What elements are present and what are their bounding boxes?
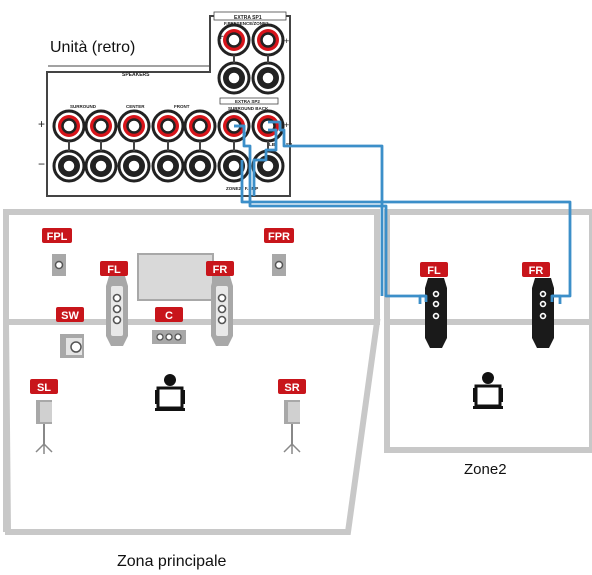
zone2-speaker-fr: FR bbox=[522, 262, 555, 349]
svg-text:SW: SW bbox=[61, 310, 79, 322]
speaker-fr: FR bbox=[206, 261, 234, 347]
svg-text:+: + bbox=[218, 32, 224, 43]
sb-label: SB bbox=[286, 142, 293, 147]
svg-text:C: C bbox=[165, 310, 173, 322]
lb-label: LB bbox=[269, 142, 276, 147]
svg-text:FL: FL bbox=[107, 264, 121, 276]
speaker-sr: SR bbox=[278, 379, 306, 455]
extra-sp1-label: EXTRA SP1 bbox=[234, 15, 262, 21]
front-label: FRONT bbox=[174, 104, 190, 109]
svg-text:SR: SR bbox=[284, 382, 299, 394]
main-zone-listener bbox=[153, 372, 187, 413]
svg-text:−: − bbox=[38, 157, 45, 171]
surround-back-label: SURROUND BACK bbox=[228, 106, 269, 111]
presence-zone2-label: F.PRESENCE/ZONE2 bbox=[224, 21, 269, 26]
svg-text:+: + bbox=[284, 36, 289, 46]
svg-text:FPR: FPR bbox=[268, 231, 290, 243]
zone2-label: Zone2 bbox=[464, 461, 507, 478]
svg-text:SL: SL bbox=[37, 382, 51, 394]
center-label: CENTER bbox=[126, 104, 145, 109]
svg-text:FR: FR bbox=[213, 264, 228, 276]
speakers-panel-label: SPEAKERS bbox=[122, 72, 150, 78]
tv-screen bbox=[137, 253, 214, 301]
main-zone-room bbox=[3, 209, 381, 535]
svg-text:+: + bbox=[38, 117, 45, 131]
extra-sp2-label: EXTRA SP2 bbox=[235, 99, 260, 104]
svg-text:+: + bbox=[284, 120, 289, 130]
surround-label: SURROUND bbox=[70, 104, 97, 109]
speaker-sl: SL bbox=[30, 379, 58, 455]
zone2-speaker-fl: FL bbox=[420, 262, 448, 349]
speaker-fpr: FPR bbox=[264, 228, 294, 276]
zone2-speaker-cables bbox=[234, 120, 572, 304]
speaker-center: C bbox=[152, 307, 186, 344]
zone2-room bbox=[384, 209, 592, 453]
speaker-fl: FL bbox=[100, 261, 129, 347]
receiver-back-panel: + − + + + bbox=[38, 11, 291, 197]
speaker-fpl: FPL bbox=[42, 228, 72, 276]
unit-label: Unità (retro) bbox=[50, 39, 135, 56]
svg-text:FL: FL bbox=[427, 265, 441, 277]
zone2-listener bbox=[471, 370, 505, 411]
svg-text:FR: FR bbox=[529, 265, 544, 277]
svg-text:FPL: FPL bbox=[47, 231, 68, 243]
main-zone-label: Zona principale bbox=[117, 553, 227, 570]
speaker-sw: SW bbox=[56, 307, 84, 358]
